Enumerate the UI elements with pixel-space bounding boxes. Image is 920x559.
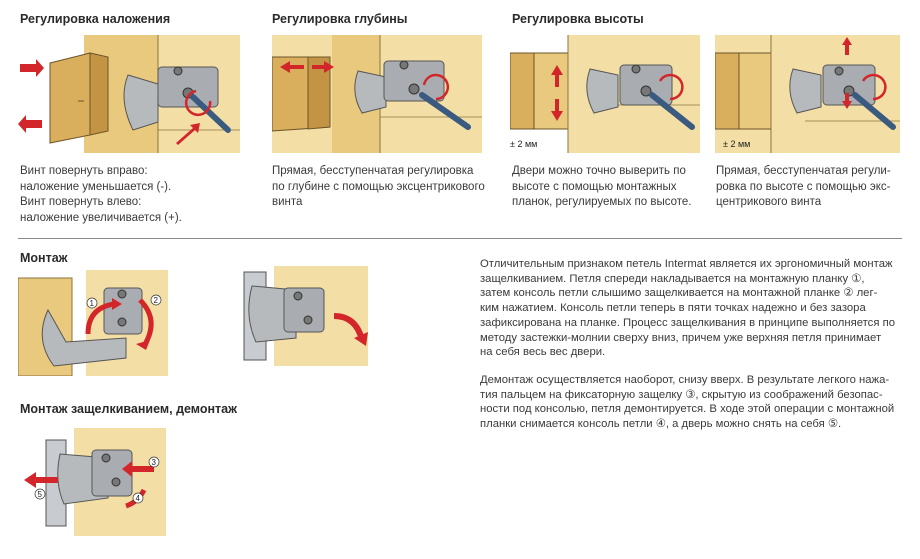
heading-mounting: Монтаж <box>20 251 68 265</box>
depth-adjustment-illustration <box>272 35 482 153</box>
step-number-4: 4 <box>136 494 141 503</box>
mounting-illustration-2 <box>238 266 368 366</box>
caption-depth-adjustment: Прямая, бесступенчатая регулировка по гл… <box>272 164 485 211</box>
mounting-illustration-1: 1 2 <box>18 270 168 376</box>
snap-demounting-illustration: 5 3 4 <box>18 428 166 536</box>
heading-height-adjustment: Регулировка высоты <box>512 12 644 26</box>
height-mark-eccentric: ± 2 мм <box>723 139 750 149</box>
height-adjustment-plate-illustration: ± 2 мм <box>510 35 700 153</box>
description-paragraph-1: Отличительным признаком петель Intermat … <box>480 257 895 360</box>
caption-height-eccentric: Прямая, бесступенчатая регули- ровка по … <box>716 164 891 211</box>
description-paragraph-2: Демонтаж осуществляется наоборот, снизу … <box>480 373 894 432</box>
height-mark-plate: ± 2 мм <box>510 139 537 149</box>
overlay-adjustment-illustration <box>18 35 240 153</box>
section-divider <box>18 238 902 239</box>
step-number-2: 2 <box>154 296 159 305</box>
step-number-3: 3 <box>152 458 157 467</box>
caption-overlay-adjustment: Винт повернуть вправо: наложение уменьша… <box>20 164 182 226</box>
height-adjustment-eccentric-illustration: ± 2 мм <box>715 35 900 153</box>
heading-overlay-adjustment: Регулировка наложения <box>20 12 170 26</box>
step-number-5: 5 <box>38 490 43 499</box>
step-number-1: 1 <box>90 299 95 308</box>
caption-height-plate: Двери можно точно выверить по высоте с п… <box>512 164 691 211</box>
heading-snap-mounting: Монтаж защелкиванием, демонтаж <box>20 402 237 416</box>
heading-depth-adjustment: Регулировка глубины <box>272 12 408 26</box>
